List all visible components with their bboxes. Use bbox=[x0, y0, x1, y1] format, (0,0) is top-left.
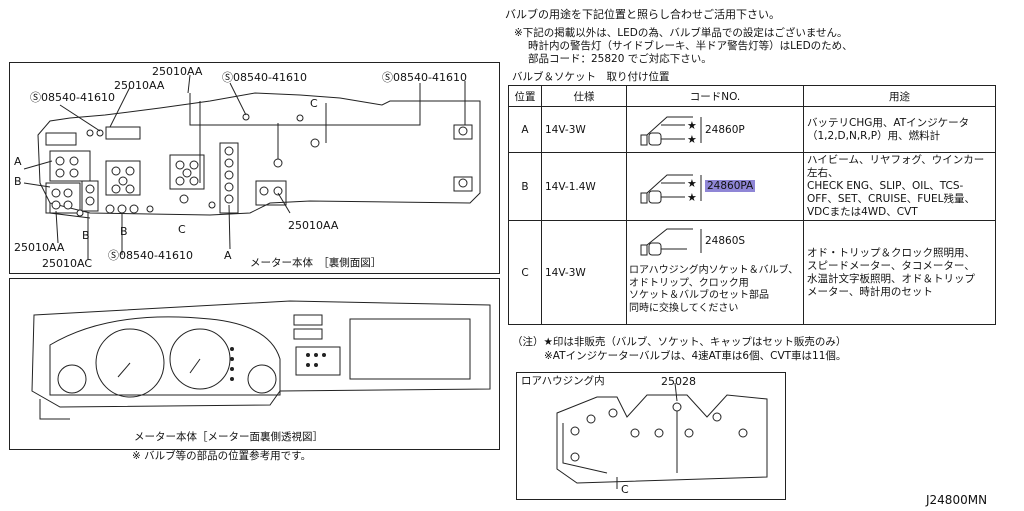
face-view-caption: メーター本体［メーター面裏側透視図］ bbox=[134, 431, 323, 443]
lower-housing-diagram bbox=[556, 382, 768, 489]
label-25010aa-2: 25010AA bbox=[114, 79, 165, 92]
bulb-socket-icon bbox=[640, 228, 702, 256]
label-b-bottom: B bbox=[120, 225, 128, 238]
row-b-use-4: VDCまたは4WD、CVT bbox=[807, 206, 918, 218]
figure-code: J24800MN bbox=[926, 493, 988, 507]
label-08540-2-text: 08540-41610 bbox=[393, 71, 467, 84]
reference-note: ※ バルブ等の部品の位置参考用です。 bbox=[132, 450, 312, 462]
row-b-code-cell: ★ ★ 24860PA bbox=[626, 152, 804, 221]
row-c-note-1: ロアハウジング内ソケット＆バルブ、 bbox=[629, 265, 799, 276]
row-c-note-4: 同時に交換してください bbox=[629, 302, 739, 314]
label-c-top: C bbox=[310, 97, 318, 110]
label-08540-4: Ⓢ08540-41610 bbox=[108, 249, 193, 262]
note-star: （注）★印は非販売（バルブ、ソケット、キャップはセット販売のみ） bbox=[512, 336, 847, 348]
row-b-spec: 14V-1.4W bbox=[541, 152, 627, 221]
row-c-use-1: オド・トリップ＆クロック照明用、 bbox=[807, 246, 975, 259]
row-a-use: バッテリCHG用、ATインジケータ （1,2,D,N,R,P）用、燃料計 bbox=[803, 106, 996, 153]
svg-text:★: ★ bbox=[687, 133, 697, 146]
rear-view-caption: メーター本体 ［裏側面図］ bbox=[250, 257, 382, 269]
label-25010aa-1: 25010AA bbox=[152, 65, 203, 78]
lower-housing-label-c: C bbox=[621, 483, 629, 496]
label-08540-3-text: 08540-41610 bbox=[41, 91, 115, 104]
label-c-bottom: C bbox=[178, 223, 186, 236]
label-25010aa-3: 25010AA bbox=[288, 219, 339, 232]
svg-text:★: ★ bbox=[687, 119, 697, 132]
col-code: コードNO. bbox=[626, 85, 804, 107]
label-08540-4-text: 08540-41610 bbox=[119, 249, 193, 262]
row-b-use: ハイビーム、リヤフォグ、ウインカー左右、 CHECK ENG、SLIP、OIL、… bbox=[803, 152, 996, 221]
meter-rear-view-panel: 25010AA Ⓢ08540-41610 Ⓢ08540-41610 25010A… bbox=[9, 62, 500, 274]
label-b-left: B bbox=[14, 175, 22, 188]
bulb-socket-table: 位置 仕様 コードNO. 用途 A 14V-3W ★ ★ 24860P バッテリ… bbox=[508, 85, 996, 325]
label-08540-2: Ⓢ08540-41610 bbox=[382, 71, 467, 84]
label-08540-1-text: 08540-41610 bbox=[233, 71, 307, 84]
row-b-pos: B bbox=[508, 152, 542, 221]
row-a-pos: A bbox=[508, 106, 542, 153]
row-b-use-2: CHECK ENG、SLIP、OIL、TCS- bbox=[807, 180, 964, 192]
table-caption: バルブ＆ソケット 取り付け位置 bbox=[512, 71, 670, 83]
row-c-note-3: ソケット＆バルブのセット部品 bbox=[629, 290, 769, 301]
label-08540-1: Ⓢ08540-41610 bbox=[222, 71, 307, 84]
note-part-code: 部品コード：25820 でご対応下さい。 bbox=[528, 53, 712, 65]
row-a-use-1: バッテリCHG用、ATインジケータ bbox=[807, 116, 970, 129]
note-at-indicator: ※ATインジケーターバルブは、4速AT車は6個、CVT車は11個。 bbox=[544, 350, 847, 362]
meter-rear-diagram bbox=[23, 74, 481, 259]
svg-text:★: ★ bbox=[687, 191, 697, 204]
row-b-code: 24860PA bbox=[705, 180, 756, 192]
bulb-socket-icon: ★ ★ bbox=[640, 174, 702, 204]
intro-line: バルブの用途を下記位置と照らし合わせご活用下さい。 bbox=[505, 8, 780, 21]
label-b-bottom-2: B bbox=[82, 229, 90, 242]
row-c-code-note: ロアハウジング内ソケット＆バルブ、 オドトリップ、クロック用 ソケット＆バルブの… bbox=[629, 265, 798, 315]
row-c-spec: 14V-3W bbox=[541, 220, 627, 325]
row-c-use-3: 水温計文字板照明、オド＆トリップ bbox=[807, 272, 975, 285]
meter-face-diagram bbox=[31, 300, 491, 420]
row-c-code: 24860S bbox=[705, 235, 746, 247]
row-c-use-4: メーター、時計用のセット bbox=[807, 285, 933, 298]
row-a-code: 24860P bbox=[705, 124, 745, 136]
row-a-use-2: （1,2,D,N,R,P）用、燃料計 bbox=[807, 129, 941, 142]
col-position: 位置 bbox=[508, 85, 542, 107]
label-08540-3: Ⓢ08540-41610 bbox=[30, 91, 115, 104]
lower-housing-title: ロアハウジング内 bbox=[521, 375, 605, 387]
lower-housing-panel: ロアハウジング内 25028 C bbox=[516, 372, 786, 500]
table-row: B 14V-1.4W ★ ★ 24860PA ハイビーム、リヤフォグ、ウインカー… bbox=[508, 152, 996, 221]
label-a-bottom: A bbox=[224, 249, 232, 262]
label-25010ac: 25010AC bbox=[42, 257, 93, 270]
meter-face-view-panel: メーター本体［メーター面裏側透視図］ bbox=[9, 278, 500, 450]
table-row: C 14V-3W 24860S ロアハウジング内ソケット＆バルブ、 オドトリップ… bbox=[508, 220, 996, 325]
row-c-code-cell: 24860S ロアハウジング内ソケット＆バルブ、 オドトリップ、クロック用 ソケ… bbox=[626, 220, 804, 325]
col-use: 用途 bbox=[803, 85, 996, 107]
row-c-pos: C bbox=[508, 220, 542, 325]
row-c-use-2: スピードメーター、タコメーター、 bbox=[807, 259, 975, 272]
row-b-use-3: OFF、SET、CRUISE、FUEL残量、 bbox=[807, 193, 975, 205]
table-row: A 14V-3W ★ ★ 24860P バッテリCHG用、ATインジケータ （1… bbox=[508, 106, 996, 153]
bulb-socket-icon: ★ ★ bbox=[640, 116, 702, 146]
lower-housing-part-no: 25028 bbox=[661, 375, 696, 388]
row-a-spec: 14V-3W bbox=[541, 106, 627, 153]
label-a-left: A bbox=[14, 155, 22, 168]
row-a-code-cell: ★ ★ 24860P bbox=[626, 106, 804, 153]
note-led: ※下記の掲載以外は、LEDの為、バルブ単品での設定はございません。 bbox=[514, 27, 848, 39]
row-c-note-2: オドトリップ、クロック用 bbox=[629, 277, 749, 289]
row-b-use-1: ハイビーム、リヤフォグ、ウインカー左右、 bbox=[807, 154, 985, 179]
note-clock: 時計内の警告灯（サイドブレーキ、半ドア警告灯等）はLEDのため、 bbox=[528, 40, 853, 52]
col-spec: 仕様 bbox=[541, 85, 627, 107]
svg-text:★: ★ bbox=[687, 177, 697, 190]
label-25010aa-4: 25010AA bbox=[14, 241, 65, 254]
row-c-use: オド・トリップ＆クロック照明用、 スピードメーター、タコメーター、 水温計文字板… bbox=[803, 220, 996, 325]
